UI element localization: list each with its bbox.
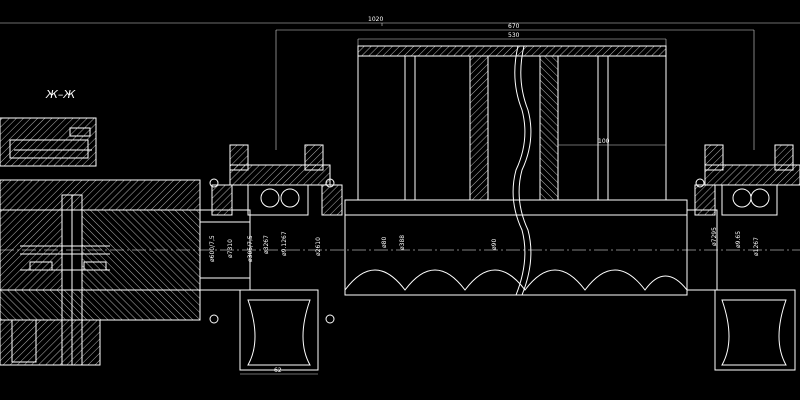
dimension-overall: 1020: [0, 16, 800, 26]
left-coupling: [0, 117, 201, 366]
dim-wheel-inner-label: 100: [598, 138, 610, 145]
dia-right-2: ø9.65: [735, 231, 742, 248]
dia-shaft-2: ø388: [399, 235, 406, 250]
dia-bearing-1: ø305/7,5: [247, 235, 254, 262]
dimension-span-outer: 670: [275, 23, 755, 150]
dia-bearing-4: ø2610: [315, 237, 322, 256]
dia-bearing-2: ø3267: [263, 235, 270, 254]
dia-bearing-3: ø9.1267: [281, 231, 288, 256]
dim-wheel-width-label: 62: [274, 367, 282, 374]
left-bearing-housing: 62: [209, 144, 343, 375]
section-label: Ж–Ж: [45, 88, 76, 101]
dia-right-1: ø7295: [711, 227, 718, 246]
dim-overall-label: 1020: [368, 16, 383, 23]
diameter-labels: ø600/7,5 ø7310 ø305/7,5 ø3267 ø9.1267 ø2…: [209, 227, 760, 262]
dia-right-3: ø1267: [753, 237, 760, 256]
drum: 100: [357, 45, 667, 296]
dim-span-inner-label: 530: [508, 32, 520, 39]
dia-hub-left: ø600/7,5: [209, 235, 216, 262]
right-bearing-housing: [686, 144, 800, 371]
dim-span-outer-label: 670: [508, 23, 520, 30]
dia-shaft-3: ø90: [491, 239, 498, 250]
dia-shaft-1: ø80: [381, 237, 388, 248]
dimension-span-inner: 530: [357, 32, 667, 46]
dia-hub-left-2: ø7310: [227, 239, 234, 258]
